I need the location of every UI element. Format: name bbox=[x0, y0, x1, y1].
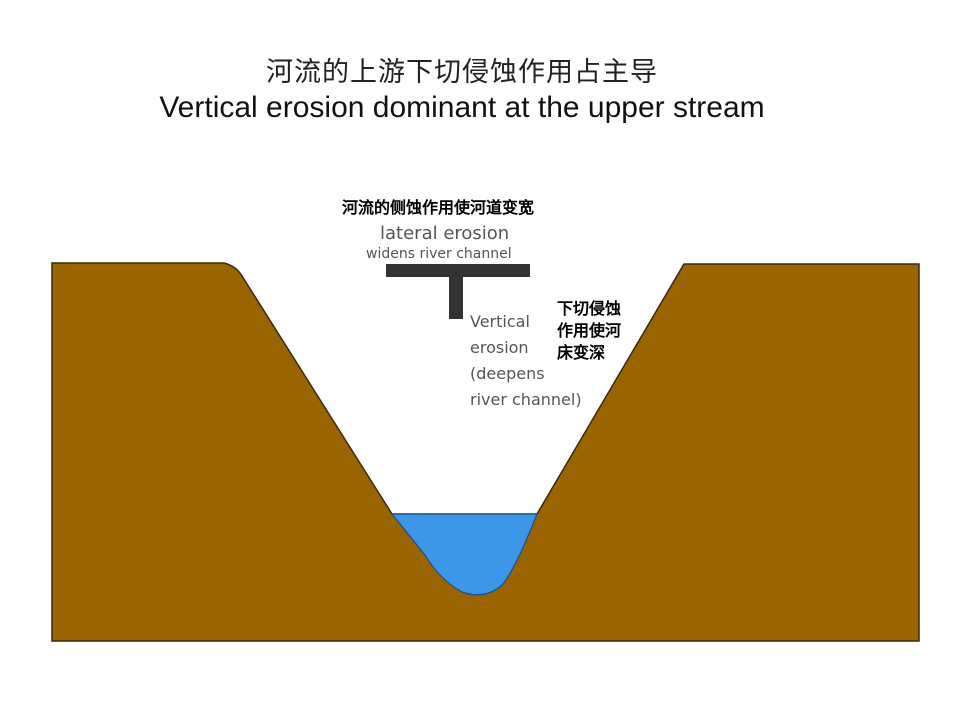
vertical-en-line-4: river channel) bbox=[470, 390, 582, 409]
vertical-en-line-1: Vertical bbox=[470, 312, 530, 331]
valley-ground bbox=[51, 262, 920, 642]
vertical-erosion-arrow bbox=[449, 277, 463, 319]
river-water bbox=[390, 513, 538, 596]
chinese-title: 河流的上游下切侵蚀作用占主导 bbox=[266, 57, 658, 88]
vertical-erosion-label: Vertical erosion (deepens river channel) bbox=[470, 309, 590, 413]
vertical-cn-line-2: 作用使河 bbox=[557, 321, 622, 340]
widens-channel-label: widens river channel bbox=[366, 246, 512, 262]
vertical-cn-line-3: 床变深 bbox=[557, 343, 606, 362]
english-title: Vertical erosion dominant at the upper s… bbox=[159, 91, 765, 124]
lateral-erosion-label: lateral erosion bbox=[380, 223, 510, 244]
lateral-erosion-chinese-label: 河流的侧蚀作用使河道变宽 bbox=[342, 198, 535, 217]
lateral-erosion-arrow bbox=[386, 264, 530, 277]
vertical-en-line-2: erosion bbox=[470, 338, 529, 357]
vertical-erosion-chinese-label: 下切侵蚀 作用使河 床变深 bbox=[557, 298, 639, 364]
vertical-en-line-3: (deepens bbox=[470, 364, 545, 383]
vertical-cn-line-1: 下切侵蚀 bbox=[557, 299, 622, 318]
